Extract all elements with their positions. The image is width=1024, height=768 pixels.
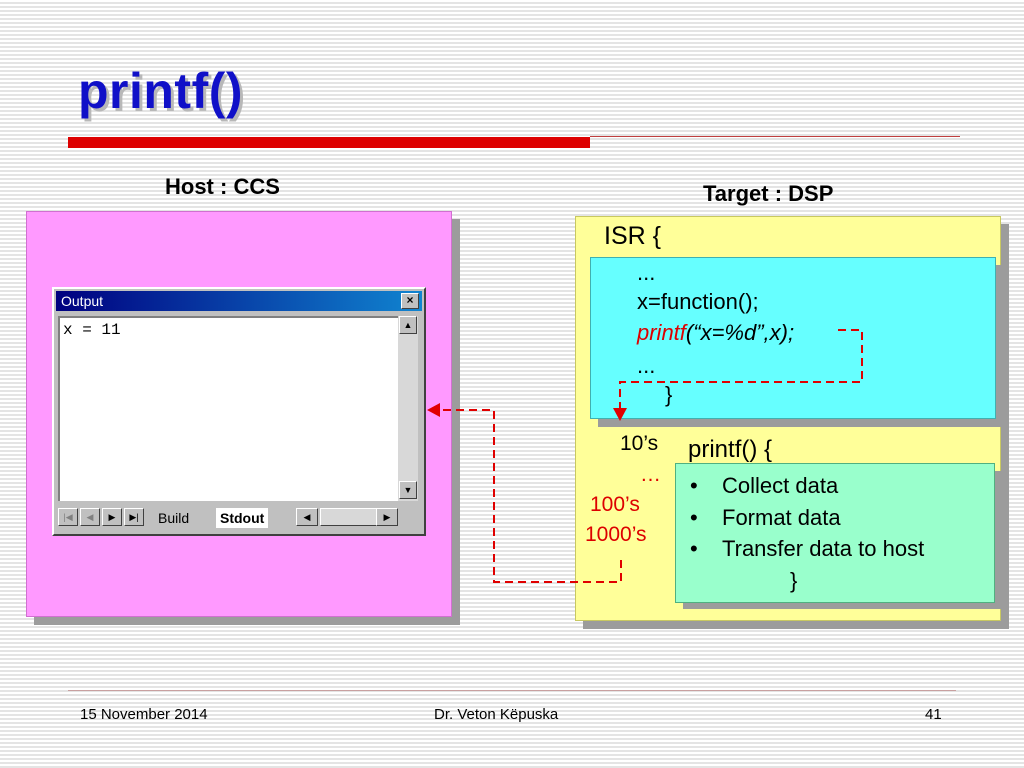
- printf-steps-box: [675, 463, 995, 603]
- footer-author: Dr. Veton Këpuska: [434, 706, 559, 723]
- rate-ellipsis: …: [640, 463, 661, 486]
- printf-call-name: printf: [637, 320, 686, 345]
- prev-tab-icon[interactable]: ◀: [80, 508, 100, 526]
- list-item: • Transfer data to host: [690, 536, 924, 562]
- last-tab-icon[interactable]: ▶|: [124, 508, 144, 526]
- output-window: Output × x = 11 ▲ ▼ |◀ ◀ ▶ ▶| Build Stdo…: [52, 287, 426, 536]
- title-underline: [68, 137, 590, 148]
- list-item-text: Transfer data to host: [722, 536, 925, 561]
- output-window-title: Output: [61, 293, 104, 309]
- first-tab-icon[interactable]: |◀: [58, 508, 78, 526]
- output-window-titlebar[interactable]: Output ×: [56, 291, 422, 311]
- footer-rule: [68, 690, 956, 691]
- title-rule: [590, 136, 960, 137]
- footer-page-number: 41: [925, 706, 942, 723]
- target-label: Target : DSP: [703, 181, 834, 206]
- list-item-text: Collect data: [722, 473, 839, 498]
- arrowhead-down-icon: [613, 408, 627, 421]
- tab-bar: |◀ ◀ ▶ ▶| Build Stdout ◀ ▶: [58, 505, 418, 529]
- rate-hundreds: 100’s: [590, 493, 640, 516]
- bullet-icon: •: [690, 505, 698, 530]
- close-icon[interactable]: ×: [401, 293, 419, 309]
- list-item-text: Format data: [722, 505, 841, 530]
- isr-code-box: [590, 257, 996, 419]
- tab-build[interactable]: Build: [158, 510, 190, 526]
- scroll-right-icon[interactable]: ▶: [376, 508, 398, 526]
- output-text-area[interactable]: x = 11: [58, 316, 398, 501]
- rate-thousands: 1000’s: [585, 523, 647, 546]
- printf-call-args: (“x=%d”,x);: [685, 320, 795, 345]
- isr-line-printf: printf(“x=%d”,x);: [637, 320, 794, 346]
- isr-closing-brace: }: [665, 382, 673, 407]
- rate-tens: 10’s: [620, 432, 659, 455]
- vertical-scrollbar[interactable]: ▲ ▼: [398, 316, 418, 501]
- scroll-left-icon[interactable]: ◀: [296, 508, 318, 526]
- scroll-down-icon[interactable]: ▼: [399, 481, 417, 499]
- tab-stdout[interactable]: Stdout: [216, 508, 269, 528]
- printf-closing-brace: }: [790, 568, 798, 593]
- bullet-icon: •: [690, 536, 698, 561]
- next-tab-icon[interactable]: ▶: [102, 508, 122, 526]
- scroll-up-icon[interactable]: ▲: [399, 316, 417, 334]
- arrowhead-left-icon: [427, 403, 440, 417]
- list-item: • Format data: [690, 505, 841, 531]
- footer-date: 15 November 2014: [80, 706, 208, 723]
- isr-line-ellipsis-2: ...: [637, 353, 656, 378]
- isr-line-function: x=function();: [637, 289, 759, 314]
- printf-to-host-arrow: [440, 409, 622, 583]
- output-text: x = 11: [63, 321, 121, 339]
- isr-label: ISR {: [604, 222, 661, 250]
- host-label: Host : CCS: [165, 174, 280, 199]
- bullet-icon: •: [690, 473, 698, 498]
- slide-title: printf(): [78, 63, 244, 119]
- printf-label: printf() {: [688, 436, 773, 463]
- list-item: • Collect data: [690, 473, 838, 499]
- isr-to-printf-arrow: [619, 329, 863, 408]
- isr-line-ellipsis-1: ...: [637, 260, 656, 285]
